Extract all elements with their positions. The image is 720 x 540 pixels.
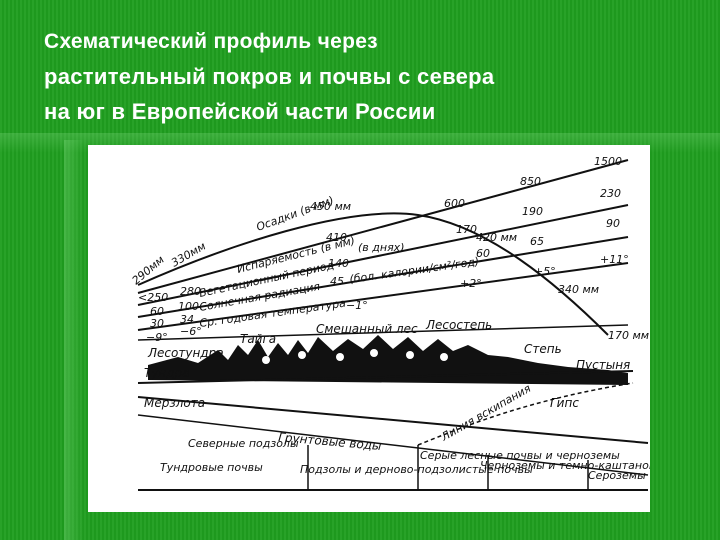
- precip-420: 420 мм: [476, 231, 517, 244]
- rad-30: 30: [150, 317, 164, 330]
- evap-line-label: Линия вскипания: [438, 382, 533, 444]
- soil-grey: Серые лесные почвы и черноземы: [420, 449, 620, 462]
- temperature-line: [137, 262, 629, 331]
- soil-north-podzol: Северные подзолы: [188, 437, 299, 450]
- zone-tundra: Тундра: [144, 366, 190, 380]
- rad-45: 45: [330, 275, 344, 288]
- carbonate-line: [417, 382, 634, 446]
- mean-line: [137, 324, 629, 341]
- evap-850: 850: [520, 175, 541, 188]
- zone-steppe: Степь: [524, 342, 562, 356]
- precip-450: 450 мм: [310, 200, 351, 213]
- rad-90: 90: [606, 217, 620, 230]
- precip-330: 330мм: [169, 240, 208, 270]
- permafrost-line: [137, 396, 649, 444]
- zone-taiga: Тайга: [240, 332, 276, 346]
- slide-title: Схематический профиль через растительный…: [44, 24, 704, 129]
- permafrost-label: Мерзлота: [144, 396, 205, 410]
- veg-140: 140: [328, 257, 349, 270]
- zone-mixed: Смешанный лес: [316, 322, 418, 336]
- evaporation-line: [137, 159, 629, 294]
- temp-p11: +11°: [600, 253, 629, 266]
- title-line-1: Схематический профиль через: [44, 30, 378, 53]
- temp-p5: +5°: [534, 265, 556, 278]
- temp-m9: −9°: [146, 331, 168, 344]
- evap-250: <250: [138, 291, 168, 304]
- profile-diagram-svg: Осадки (в мм) 450 мм 290мм 330мм 340 мм …: [130, 155, 650, 491]
- veg-170: 170: [456, 223, 477, 236]
- rad-34: 34: [180, 313, 194, 326]
- precipitation-curve: [137, 212, 609, 336]
- decorative-bar-vertical: [64, 140, 84, 540]
- groundwater-line: [137, 414, 649, 476]
- solar-radiation-line: [137, 236, 629, 318]
- zone-desert: Пустыня: [576, 358, 630, 372]
- soil-serozem: Сероземы: [588, 469, 646, 482]
- profile-diagram: Осадки (в мм) 450 мм 290мм 330мм 340 мм …: [88, 145, 650, 512]
- temp-m6: −6°: [180, 325, 202, 338]
- zone-lesotundra: Лесотундра: [147, 346, 224, 360]
- precip-170: 170 мм: [608, 329, 649, 342]
- evap-410: 410: [326, 231, 347, 244]
- evap-280: 280: [180, 285, 201, 298]
- ground-line: [137, 370, 634, 384]
- soil-chernozem: Черноземы и темно-каштановые почвы: [480, 459, 650, 472]
- vegetation-period-line: [137, 204, 629, 306]
- title-line-2: растительный покров и почвы с севера: [44, 64, 495, 89]
- precip-290: 290мм: [130, 253, 167, 287]
- rad-60: 60: [476, 247, 490, 260]
- veg-190: 190: [522, 205, 543, 218]
- soil-podzol: Подзолы и дерново-подзолистые почвы: [300, 463, 533, 476]
- rad-65: 65: [530, 235, 544, 248]
- temp-p2: +2°: [460, 277, 482, 290]
- temp-m1: −1°: [346, 299, 368, 312]
- precip-340: 340 мм: [558, 283, 599, 296]
- evap-600: 600: [444, 197, 465, 210]
- veg-100: 100: [178, 300, 199, 313]
- veg-unit: (в днях): [358, 241, 405, 254]
- veg-60: 60: [150, 305, 164, 318]
- zone-foreststeppe: Лесостепь: [425, 318, 492, 332]
- veg-230: 230: [600, 187, 621, 200]
- title-line-3: на юг в Европейской части России: [44, 99, 436, 124]
- evap-1500: 1500: [594, 155, 622, 168]
- soil-tundra: Тундровые почвы: [160, 461, 263, 474]
- gypsum-label: Гипс: [550, 396, 579, 410]
- vegetation-band: [148, 335, 628, 385]
